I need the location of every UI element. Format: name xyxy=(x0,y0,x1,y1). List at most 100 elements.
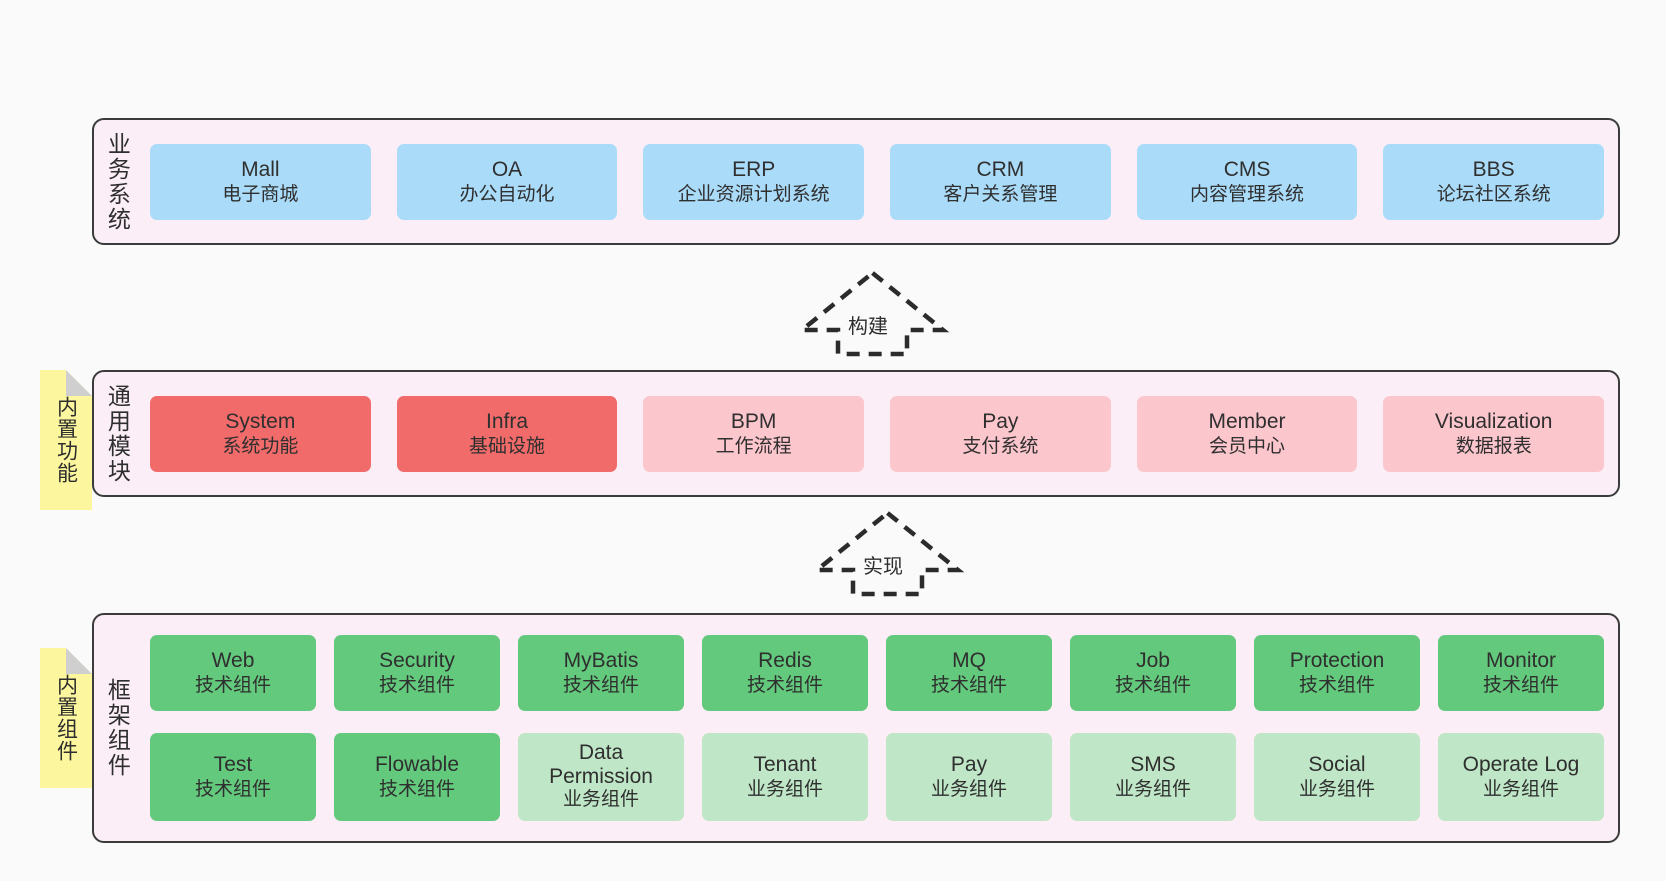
card-data-permission[interactable]: Data Permission 业务组件 xyxy=(518,733,684,821)
card-flowable[interactable]: Flowable 技术组件 xyxy=(334,733,500,821)
card-infra[interactable]: Infra 基础设施 xyxy=(396,395,618,472)
card-subtitle: 支付系统 xyxy=(962,435,1039,457)
card-operate-log[interactable]: Operate Log 业务组件 xyxy=(1438,733,1604,821)
card-erp[interactable]: ERP 企业资源计划系统 xyxy=(643,143,865,220)
card-subtitle: 技术组件 xyxy=(562,675,639,697)
card-redis[interactable]: Redis 技术组件 xyxy=(702,635,868,711)
layer-title-framework-component: 框架组件 xyxy=(104,678,131,778)
connector-build-label: 构建 xyxy=(845,310,891,339)
card-subtitle: 业务组件 xyxy=(562,789,639,811)
card-row: Test 技术组件 Flowable 技术组件 Data Permission … xyxy=(150,733,1604,821)
card-subtitle: 业务组件 xyxy=(930,779,1007,801)
card-title: Visualization xyxy=(1434,409,1553,433)
card-row: Web 技术组件 Security 技术组件 MyBatis 技术组件 Redi… xyxy=(150,635,1604,711)
card-mall[interactable]: Mall 电子商城 xyxy=(150,143,371,220)
card-title: Social xyxy=(1308,753,1366,776)
card-title: Security xyxy=(379,649,455,672)
layer-body-framework-component: Web 技术组件 Security 技术组件 MyBatis 技术组件 Redi… xyxy=(140,615,1618,841)
card-mq[interactable]: MQ 技术组件 xyxy=(886,635,1052,711)
card-title: ERP xyxy=(732,157,776,181)
card-title: Protection xyxy=(1289,649,1385,672)
card-title: Monitor xyxy=(1485,649,1557,672)
card-pay-business[interactable]: Pay 业务组件 xyxy=(886,733,1052,821)
note-fold-corner xyxy=(66,370,92,396)
connector-implement-label: 实现 xyxy=(860,550,906,579)
card-title: Data Permission xyxy=(549,741,653,788)
card-pay[interactable]: Pay 支付系统 xyxy=(890,395,1111,472)
note-label: 内置组件 xyxy=(54,674,78,762)
card-title: Test xyxy=(213,753,253,776)
layer-title-business-system: 业务系统 xyxy=(104,131,131,232)
card-subtitle: 数据报表 xyxy=(1455,435,1532,457)
card-title: MQ xyxy=(952,649,986,672)
layer-title-common-module: 通用模块 xyxy=(104,383,131,484)
card-subtitle: 企业资源计划系统 xyxy=(677,183,830,205)
card-subtitle: 技术组件 xyxy=(1482,675,1559,697)
card-member[interactable]: Member 会员中心 xyxy=(1136,395,1358,472)
card-title: OA xyxy=(491,157,523,181)
card-title: CMS xyxy=(1223,157,1271,181)
card-subtitle: 系统功能 xyxy=(222,435,299,457)
layer-body-common-module: System 系统功能 Infra 基础设施 BPM 工作流程 Pay 支付系统… xyxy=(140,372,1618,495)
card-tenant[interactable]: Tenant 业务组件 xyxy=(702,733,868,821)
card-subtitle: 业务组件 xyxy=(1298,779,1375,801)
card-security[interactable]: Security 技术组件 xyxy=(334,635,500,711)
layer-body-business-system: Mall 电子商城 OA 办公自动化 ERP 企业资源计划系统 CRM 客户关系… xyxy=(140,120,1618,243)
card-title: System xyxy=(225,409,296,433)
card-subtitle: 客户关系管理 xyxy=(943,183,1058,205)
card-title: Tenant xyxy=(753,753,817,776)
layer-framework-component: 框架组件 Web 技术组件 Security 技术组件 MyBatis 技术组件… xyxy=(92,613,1620,843)
card-sms[interactable]: SMS 业务组件 xyxy=(1070,733,1236,821)
card-subtitle: 技术组件 xyxy=(378,675,455,697)
connector-build-arrow xyxy=(795,268,950,358)
card-job[interactable]: Job 技术组件 xyxy=(1070,635,1236,711)
card-monitor[interactable]: Monitor 技术组件 xyxy=(1438,635,1604,711)
card-title: Operate Log xyxy=(1462,753,1580,776)
card-system[interactable]: System 系统功能 xyxy=(150,395,371,472)
card-subtitle: 业务组件 xyxy=(746,779,823,801)
card-subtitle: 技术组件 xyxy=(1114,675,1191,697)
card-subtitle: 业务组件 xyxy=(1114,779,1191,801)
card-title: Infra xyxy=(485,409,529,433)
card-mybatis[interactable]: MyBatis 技术组件 xyxy=(518,635,684,711)
card-subtitle: 工作流程 xyxy=(715,435,792,457)
card-title: CRM xyxy=(976,157,1025,181)
card-title: BPM xyxy=(730,409,777,433)
note-fold-corner xyxy=(66,648,92,674)
note-label: 内置功能 xyxy=(54,396,78,484)
card-subtitle: 会员中心 xyxy=(1209,435,1286,457)
card-subtitle: 技术组件 xyxy=(930,675,1007,697)
card-bbs[interactable]: BBS 论坛社区系统 xyxy=(1383,143,1605,220)
card-subtitle: 办公自动化 xyxy=(459,183,555,205)
card-web[interactable]: Web 技术组件 xyxy=(150,635,316,711)
card-subtitle: 基础设施 xyxy=(469,435,546,457)
note-builtin-features: 内置功能 xyxy=(40,370,92,510)
card-protection[interactable]: Protection 技术组件 xyxy=(1254,635,1420,711)
card-crm[interactable]: CRM 客户关系管理 xyxy=(890,143,1111,220)
card-oa[interactable]: OA 办公自动化 xyxy=(396,143,618,220)
layer-common-module: 通用模块 System 系统功能 Infra 基础设施 BPM 工作流程 Pay… xyxy=(92,370,1620,497)
dashed-hollow-arrow-up-icon xyxy=(795,270,950,357)
card-title: Redis xyxy=(758,649,812,672)
card-title: Web xyxy=(211,649,255,672)
card-title: Pay xyxy=(950,753,988,776)
card-cms[interactable]: CMS 内容管理系统 xyxy=(1136,143,1358,220)
card-social[interactable]: Social 业务组件 xyxy=(1254,733,1420,821)
connector-implement-arrow xyxy=(810,508,965,598)
card-title: BBS xyxy=(1472,157,1515,181)
card-test[interactable]: Test 技术组件 xyxy=(150,733,316,821)
card-bpm[interactable]: BPM 工作流程 xyxy=(643,395,865,472)
card-title: Pay xyxy=(982,409,1019,433)
note-builtin-components: 内置组件 xyxy=(40,648,92,788)
card-title: MyBatis xyxy=(563,649,639,672)
card-subtitle: 技术组件 xyxy=(194,675,271,697)
card-title: Flowable xyxy=(374,753,460,776)
card-subtitle: 内容管理系统 xyxy=(1190,183,1305,205)
card-title: Mall xyxy=(241,157,280,181)
card-visualization[interactable]: Visualization 数据报表 xyxy=(1383,395,1605,472)
card-subtitle: 电子商城 xyxy=(222,183,299,205)
card-row: Mall 电子商城 OA 办公自动化 ERP 企业资源计划系统 CRM 客户关系… xyxy=(150,143,1605,220)
card-subtitle: 业务组件 xyxy=(1482,779,1559,801)
card-subtitle: 技术组件 xyxy=(1298,675,1375,697)
